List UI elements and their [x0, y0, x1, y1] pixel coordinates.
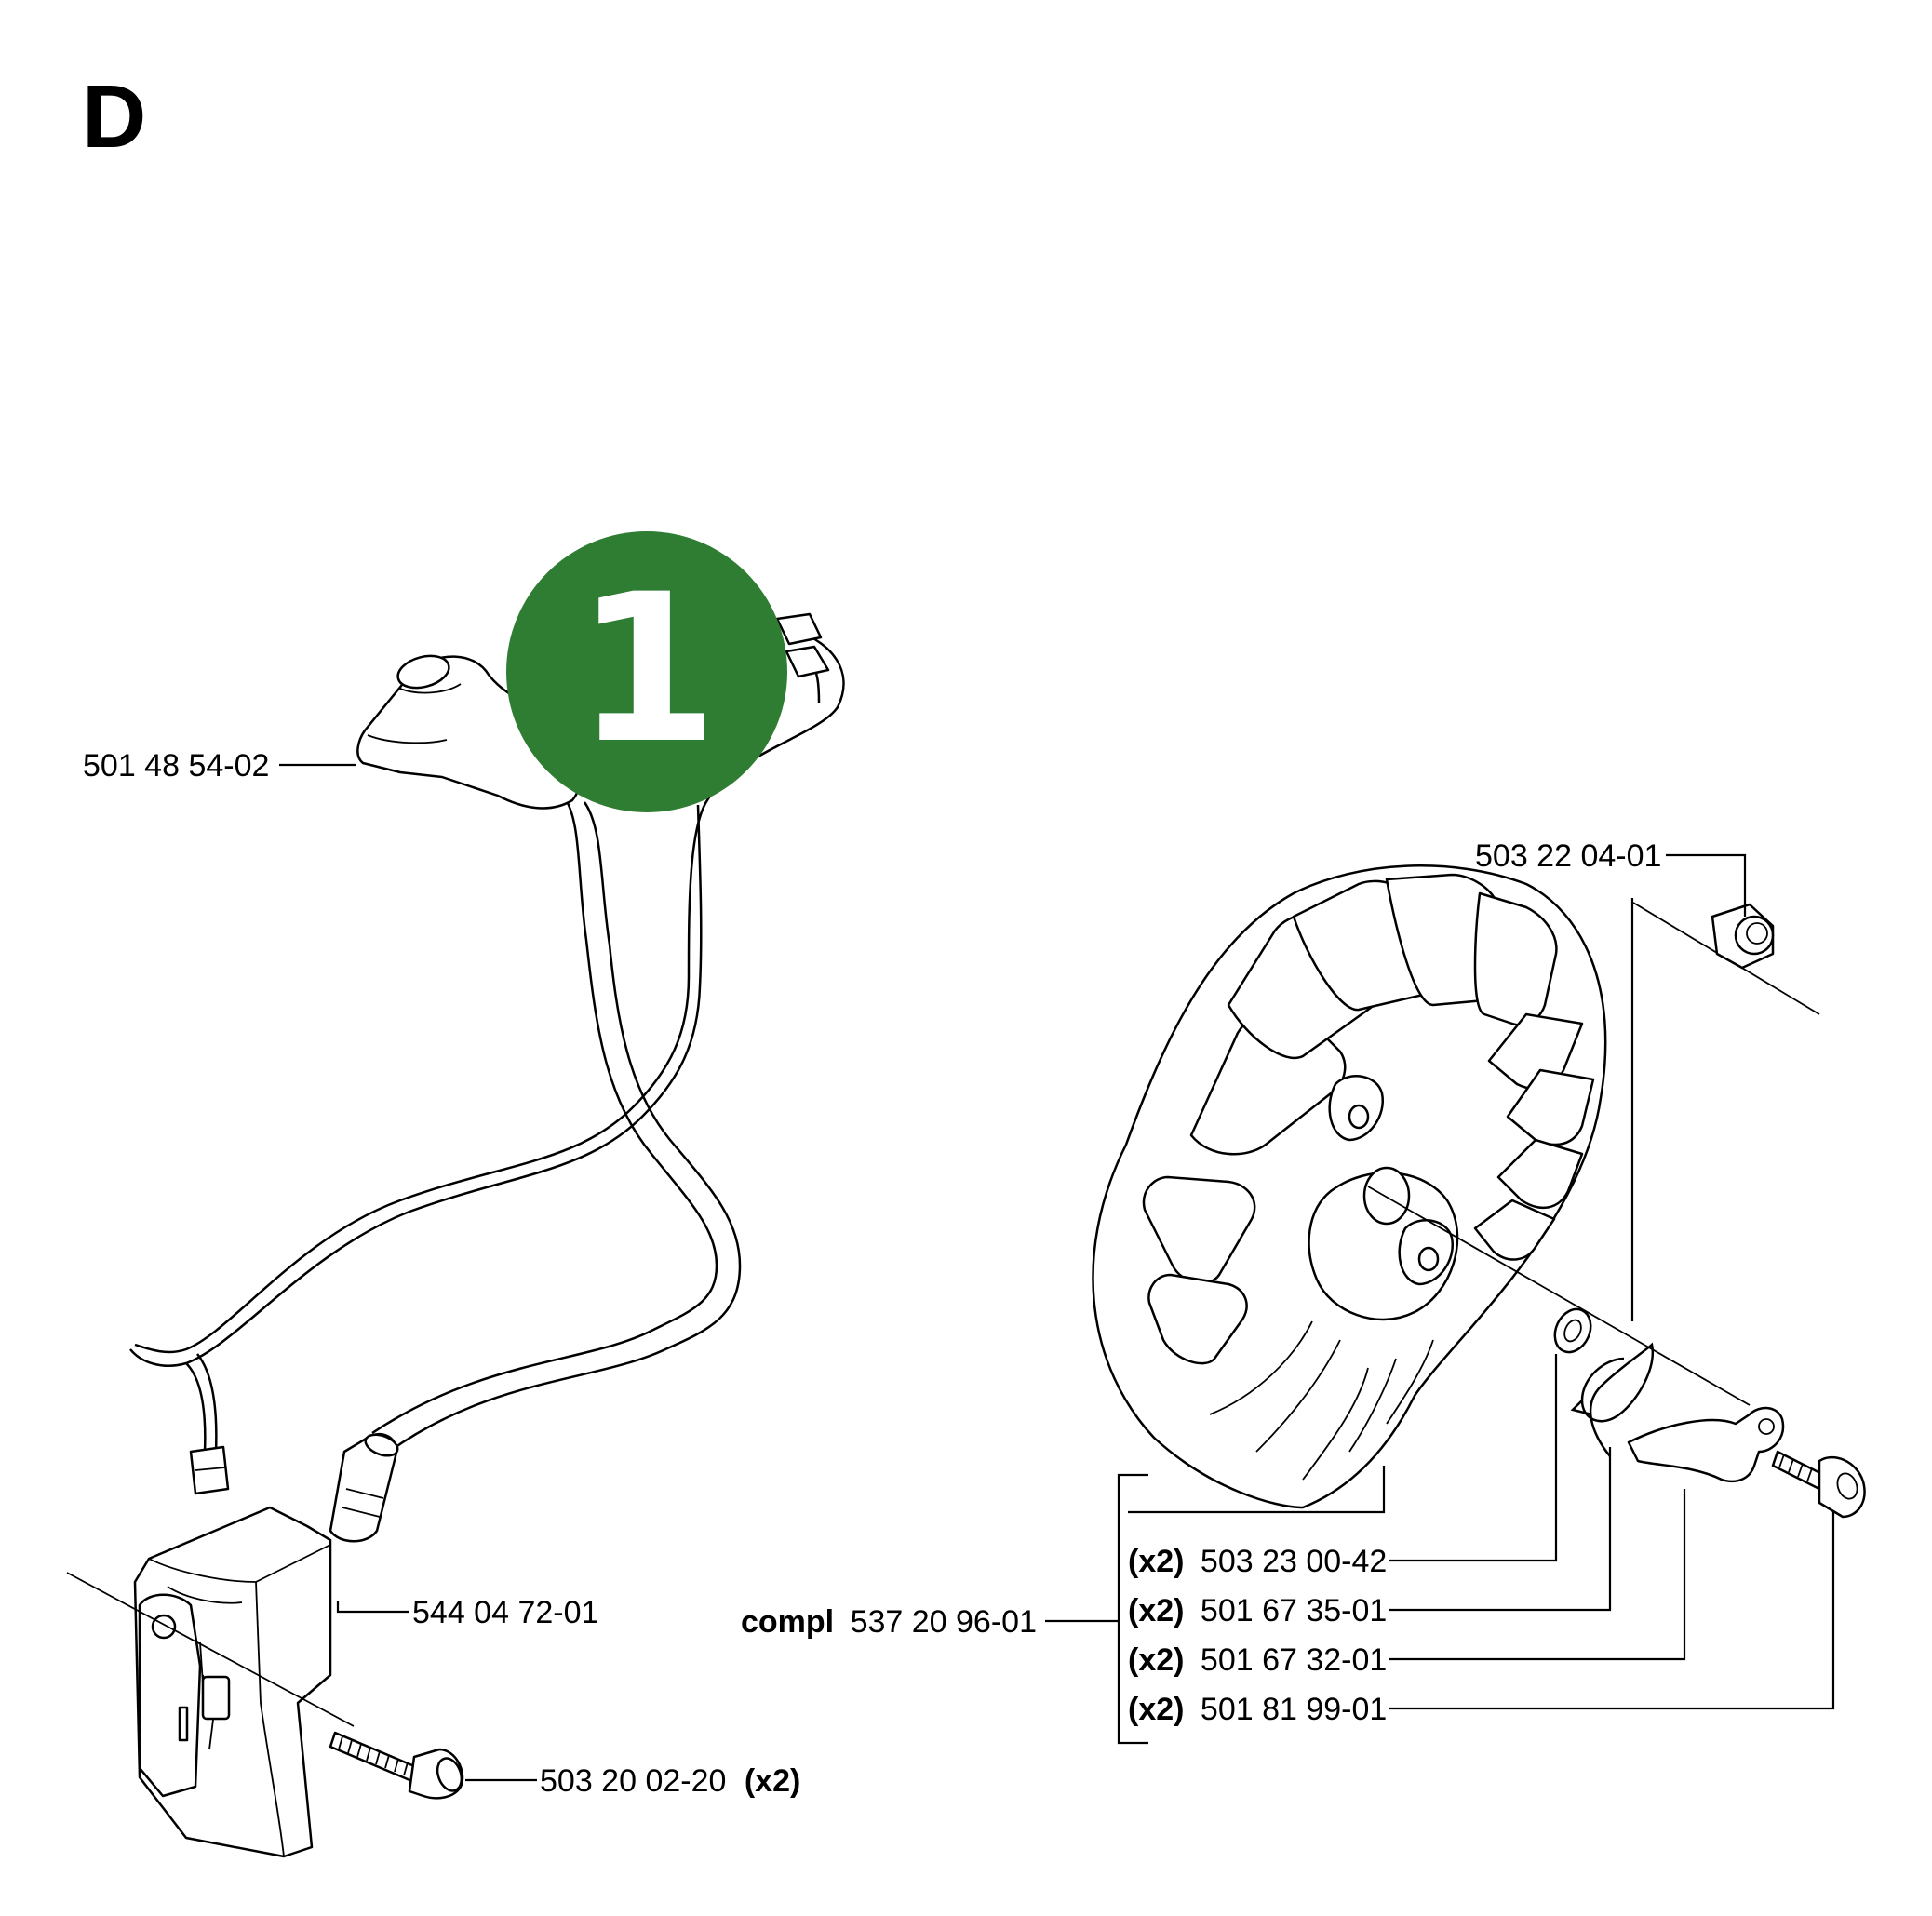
callout-badge-number: 1 — [575, 550, 718, 788]
washer — [1553, 1307, 1592, 1354]
pawl-screw-part: 501 81 99-01 — [1201, 1692, 1387, 1727]
module-screw-part: 503 20 02-20 — [540, 1763, 726, 1799]
label-ignition-module: 544 04 72-01 — [412, 1595, 598, 1630]
flywheel-axis-line — [1367, 1186, 1751, 1406]
pawl-post-upper — [1328, 1075, 1385, 1142]
pawl-screw — [1771, 1450, 1866, 1519]
label-flywheel-compl: compl 537 20 96-01 — [741, 1604, 1037, 1640]
hub-bore-icon — [1362, 1166, 1411, 1226]
leader-lines — [279, 763, 1835, 1782]
label-flywheel-nut: 503 22 04-01 — [1475, 838, 1661, 874]
label-module-screw: 503 20 02-20 (x2) — [540, 1763, 800, 1799]
ignition-assembly — [66, 612, 845, 1858]
starter-pawl — [1627, 1406, 1785, 1483]
label-starter-pawl: (x2) 501 67 32-01 — [1128, 1642, 1387, 1678]
module-mount-hole-icon — [151, 1614, 177, 1640]
washer-part: 503 23 00-42 — [1201, 1544, 1387, 1579]
module-screw — [329, 1731, 464, 1800]
flywheel-assembly — [1092, 864, 1866, 1519]
starter-pawl-qty: (x2) — [1128, 1642, 1184, 1678]
ht-lead — [371, 795, 742, 1454]
pawl-spring — [1570, 1342, 1655, 1457]
section-letter: D — [82, 67, 146, 167]
washer-qty: (x2) — [1128, 1544, 1184, 1579]
label-pawl-spring: (x2) 501 67 35-01 — [1128, 1593, 1387, 1628]
callout-badge-circle — [506, 531, 787, 812]
module-axis-line — [66, 1572, 355, 1727]
label-pawl-screw: (x2) 501 81 99-01 — [1128, 1692, 1387, 1727]
flywheel-vanes — [1209, 1320, 1434, 1481]
cooling-fins — [1142, 873, 1595, 1365]
label-washer: (x2) 503 23 00-42 — [1128, 1544, 1387, 1579]
label-spark-plug-cap: 501 48 54-02 — [83, 748, 269, 784]
flywheel-compl-part: 537 20 96-01 — [851, 1604, 1037, 1640]
pawl-spring-qty: (x2) — [1128, 1593, 1184, 1628]
pawl-post-lower — [1398, 1219, 1455, 1286]
pawl-screw-qty: (x2) — [1128, 1692, 1184, 1727]
pawl-spring-part: 501 67 35-01 — [1201, 1593, 1387, 1628]
callout-badge: 1 — [506, 531, 787, 812]
ignition-module — [133, 1432, 399, 1858]
module-screw-qty: (x2) — [745, 1763, 800, 1799]
flywheel-compl-prefix: compl — [741, 1604, 834, 1640]
starter-pawl-part: 501 67 32-01 — [1201, 1642, 1387, 1678]
flywheel-nut — [1711, 903, 1775, 970]
